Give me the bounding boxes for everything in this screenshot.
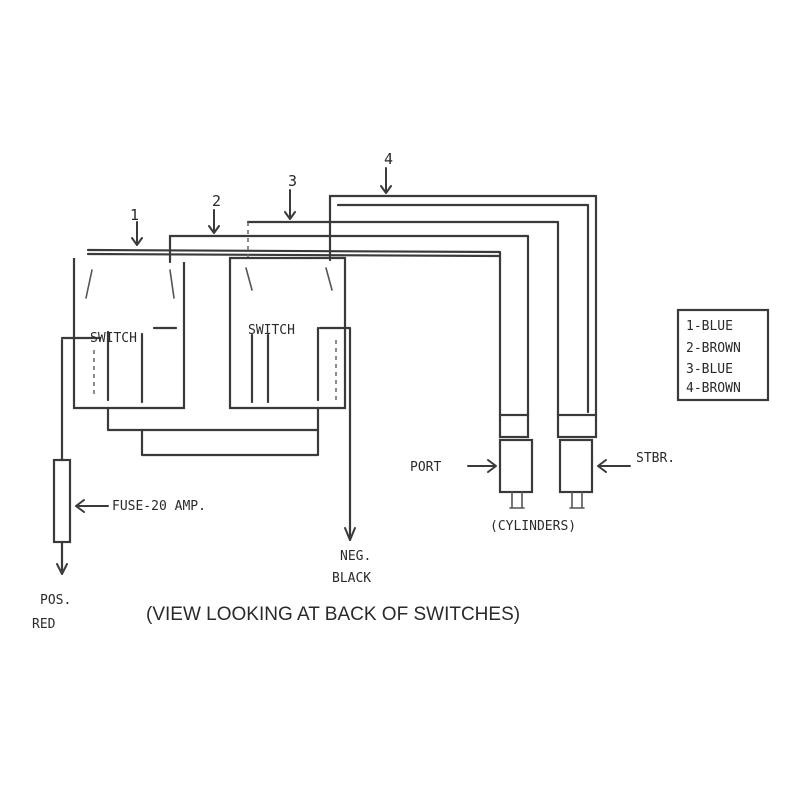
legend-item-4: 4-BROWN — [686, 381, 741, 396]
lower-jumpers — [106, 406, 320, 457]
caption: (VIEW LOOKING AT BACK OF SWITCHES) — [146, 604, 520, 625]
black-label: BLACK — [332, 571, 371, 586]
cylinders — [467, 413, 631, 509]
legend-item-2: 2-BROWN — [686, 341, 741, 356]
port-label: PORT — [410, 460, 441, 475]
wire-number-2: 2 — [212, 192, 221, 210]
red-label: RED — [32, 617, 56, 632]
right-switch — [228, 256, 352, 542]
wire-number-1: 1 — [130, 206, 139, 224]
neg-label: NEG. — [340, 549, 371, 564]
stbr-label: STBR. — [636, 451, 675, 466]
fuse — [52, 388, 109, 575]
cylinders-label: (CYLINDERS) — [490, 519, 576, 534]
switch-label-right: SWITCH — [248, 323, 295, 338]
neg-arrow — [344, 527, 356, 541]
wire-number-3: 3 — [288, 172, 297, 190]
fuse-label: FUSE-20 AMP. — [112, 499, 206, 514]
legend-item-3: 3-BLUE — [686, 362, 733, 377]
legend-box — [676, 308, 770, 402]
wire-arrows — [131, 167, 392, 246]
pos-label: POS. — [40, 593, 71, 608]
legend-item-1: 1-BLUE — [686, 319, 733, 334]
left-switch — [60, 258, 186, 410]
switch-label-left: SWITCH — [90, 331, 137, 346]
wire-runs — [86, 194, 598, 417]
wire-number-4: 4 — [384, 150, 393, 168]
